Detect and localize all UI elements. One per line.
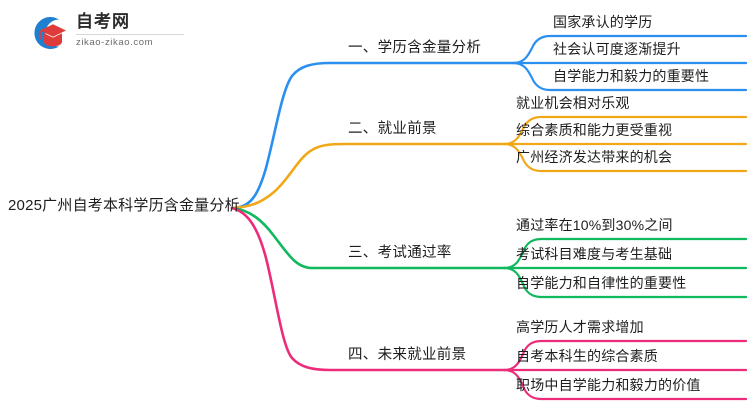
leaf-label-4-1[interactable]: 高学历人才需求增加 [516,319,644,335]
leaf-label-1-1[interactable]: 国家承认的学历 [553,14,653,30]
root-node[interactable]: 2025广州自考本科学历含金量分析 [8,197,240,214]
leaf-label-1-2[interactable]: 社会认可度逐渐提升 [553,41,681,57]
site-logo: 自考网 zikao-zikao.com [28,10,188,56]
branch-4-connectors [230,206,748,401]
branch-label-3[interactable]: 三、考试通过率 [348,245,452,261]
branch-label-1[interactable]: 一、学历含金量分析 [348,40,482,56]
logo-domain: zikao-zikao.com [76,37,154,48]
branch-label-4[interactable]: 四、未来就业前景 [348,347,467,363]
leaf-label-1-3[interactable]: 自学能力和毅力的重要性 [553,68,710,84]
leaf-label-2-2[interactable]: 综合素质和能力更受重视 [516,122,673,138]
logo-title: 自考网 [76,12,130,31]
branch-label-2[interactable]: 二、就业前景 [348,121,437,137]
leaf-label-2-3[interactable]: 广州经济发达带来的机会 [516,149,673,165]
leaf-label-3-3[interactable]: 自学能力和自律性的重要性 [516,275,687,291]
leaf-label-3-2[interactable]: 考试科目难度与考生基础 [516,246,673,262]
leaf-label-3-1[interactable]: 通过率在10%到30%之间 [516,217,673,233]
graduation-cap-icon [28,12,72,54]
logo-text: 自考网 zikao-zikao.com [76,12,188,49]
leaf-label-4-3[interactable]: 职场中自学能力和毅力的价值 [516,377,701,393]
logo-divider [76,34,184,35]
leaf-label-2-1[interactable]: 就业机会相对乐观 [516,95,630,111]
leaf-label-4-2[interactable]: 自考本科生的综合素质 [516,348,658,364]
